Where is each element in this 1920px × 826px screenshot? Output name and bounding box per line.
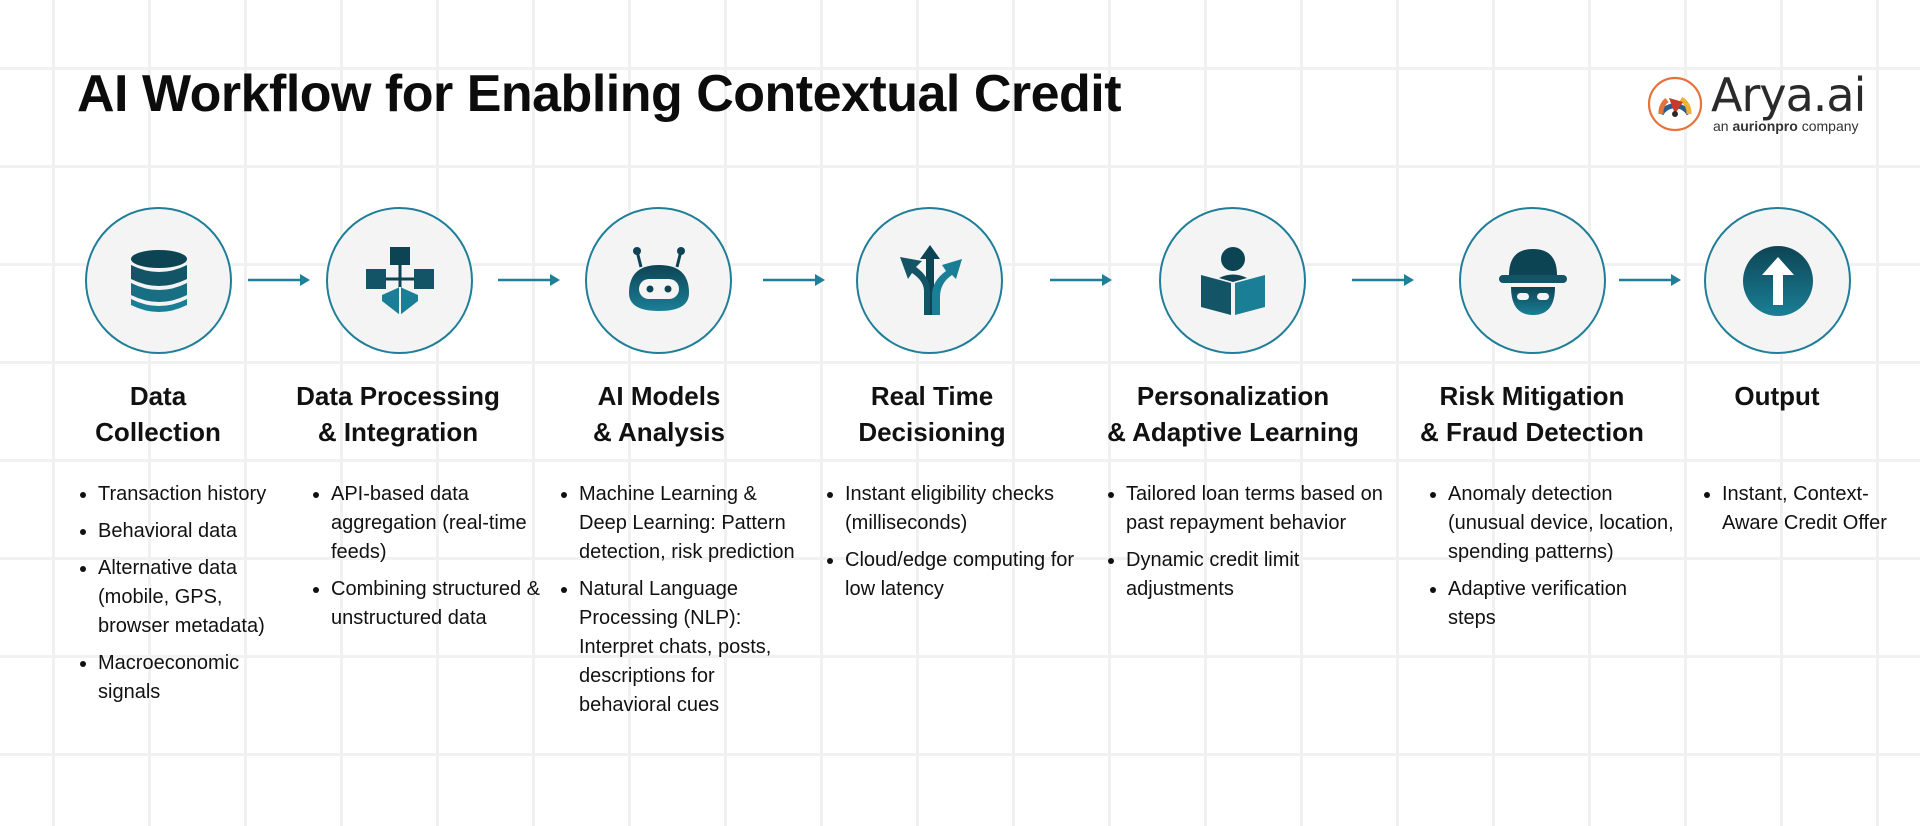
step-6-title: Risk Mitigation & Fraud Detection	[1420, 381, 1644, 447]
arrow-right-icon	[248, 274, 310, 286]
upload-arrow-icon	[1743, 246, 1813, 316]
list-item: Transaction history	[98, 480, 298, 509]
step-2-title: Data Processing & Integration	[296, 381, 500, 447]
step-3-icon-circle	[585, 207, 732, 354]
list-item: Alternative data (mobile, GPS, browser m…	[98, 554, 298, 641]
step-2-bullets: API-based data aggregation (real-time fe…	[309, 480, 541, 641]
list-item: Adaptive verification steps	[1448, 575, 1680, 633]
person-reading-icon	[1201, 247, 1265, 315]
list-item: Natural Language Processing (NLP): Inter…	[579, 575, 799, 720]
list-item: Macroeconomic signals	[98, 649, 298, 707]
database-icon	[131, 250, 187, 312]
step-5-title: Personalization & Adaptive Learning	[1107, 381, 1359, 447]
step-7-icon-circle	[1704, 207, 1851, 354]
list-item: Tailored loan terms based on past repaym…	[1126, 480, 1406, 538]
list-item: Cloud/edge computing for low latency	[845, 546, 1085, 604]
list-item: Instant eligibility checks (milliseconds…	[845, 480, 1085, 538]
step-5-icon-circle	[1159, 207, 1306, 354]
logo-name: Arya.ai	[1711, 68, 1866, 122]
step-4-icon-circle	[856, 207, 1003, 354]
step-3-title: AI Models & Analysis	[593, 381, 725, 447]
step-1-title: Data Collection	[95, 381, 221, 447]
list-item: API-based data aggregation (real-time fe…	[331, 480, 541, 567]
list-item: Machine Learning & Deep Learning: Patter…	[579, 480, 799, 567]
logo-mark-icon	[1647, 76, 1703, 132]
split-arrows-icon	[900, 245, 962, 315]
arrow-right-icon	[1352, 274, 1414, 286]
arrow-right-icon	[498, 274, 560, 286]
step-1-bullets: Transaction history Behavioral data Alte…	[76, 480, 298, 715]
step-3-bullets: Machine Learning & Deep Learning: Patter…	[557, 480, 799, 728]
list-item: Anomaly detection (unusual device, locat…	[1448, 480, 1680, 567]
step-4-title: Real Time Decisioning	[858, 381, 1006, 447]
list-item: Combining structured & unstructured data	[331, 575, 541, 633]
logo: Arya.ai an aurionpro company	[1645, 68, 1866, 136]
list-item: Behavioral data	[98, 517, 298, 546]
step-2-icon-circle	[326, 207, 473, 354]
step-7-bullets: Instant, Context-Aware Credit Offer	[1700, 480, 1912, 546]
step-1-icon-circle	[85, 207, 232, 354]
step-4-bullets: Instant eligibility checks (milliseconds…	[823, 480, 1085, 612]
robot-icon	[629, 247, 689, 311]
logo-tagline: an aurionpro company	[1713, 118, 1859, 134]
incognito-icon	[1499, 249, 1567, 315]
arrow-right-icon	[763, 274, 825, 286]
step-6-icon-circle	[1459, 207, 1606, 354]
page-title: AI Workflow for Enabling Contextual Cred…	[77, 65, 1122, 123]
arrow-right-icon	[1050, 274, 1112, 286]
list-item: Dynamic credit limit adjustments	[1126, 546, 1406, 604]
list-item: Instant, Context-Aware Credit Offer	[1722, 480, 1912, 538]
step-7-title: Output	[1734, 381, 1820, 411]
data-integration-icon	[366, 247, 434, 315]
step-5-bullets: Tailored loan terms based on past repaym…	[1104, 480, 1406, 612]
arrow-right-icon	[1619, 274, 1681, 286]
step-6-bullets: Anomaly detection (unusual device, locat…	[1426, 480, 1680, 641]
